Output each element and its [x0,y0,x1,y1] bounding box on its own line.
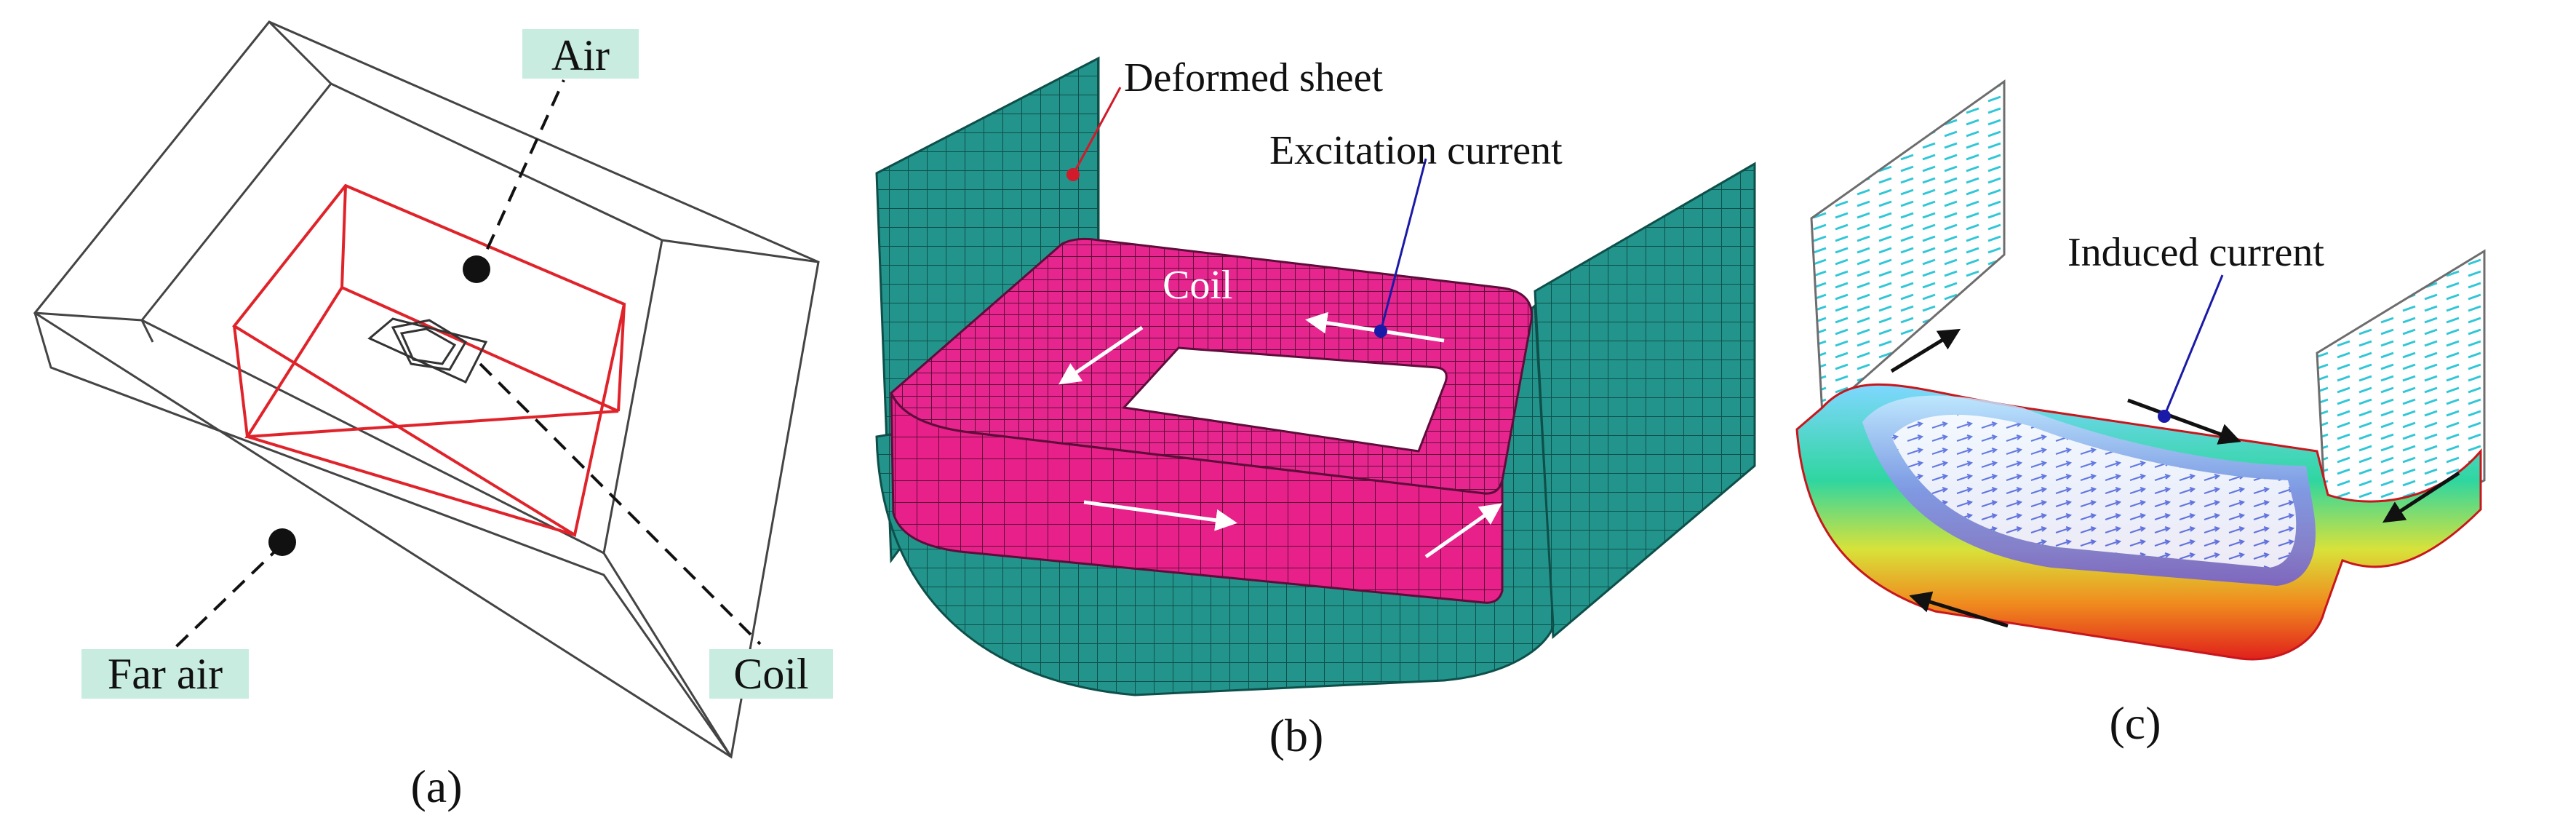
coil-label-b: Coil [1163,263,1232,308]
far-air-box [33,20,820,759]
coil-leader [479,362,762,646]
air-marker [463,255,490,283]
deformed-sheet-label: Deformed sheet [1124,55,1384,100]
excitation-current-label: Excitation current [1269,128,1563,173]
induced-pointer [2163,274,2224,417]
coil-tag-bg [709,649,833,699]
coil-front-face [890,392,1504,604]
panel-a: Air Far air Coil (a) [33,20,833,812]
coil-model [367,317,488,384]
caption-c: (c) [2109,697,2161,749]
air-box [232,183,626,538]
induced-marker [2158,410,2171,423]
deformed-sheet-pointer [1072,87,1122,175]
panel-c: Induced current (c) [1795,79,2486,749]
caption-a: (a) [410,760,462,812]
excitation-marker [1374,325,1387,338]
induced-vector-field [1891,414,2297,568]
air-leader [475,79,565,274]
induced-arrows [1890,328,2460,628]
far-air-tag-bg [81,649,249,699]
induced-left-flange [1810,79,2006,418]
excitation-pointer [1379,158,1427,332]
coil-opening [1121,346,1448,453]
panel-b: Deformed sheet Excitation current Coil (… [875,55,1756,761]
coil-label: Coil [733,650,808,698]
induced-current-label: Induced current [2067,230,2324,275]
caption-b: (b) [1269,710,1324,761]
air-label: Air [551,31,610,79]
far-air-marker [268,528,296,556]
air-tag-bg [522,29,639,79]
far-air-label: Far air [108,650,223,698]
sheet-right-wall [1534,162,1756,640]
far-air-leader [162,543,284,660]
deformed-sheet-marker [1066,168,1080,181]
